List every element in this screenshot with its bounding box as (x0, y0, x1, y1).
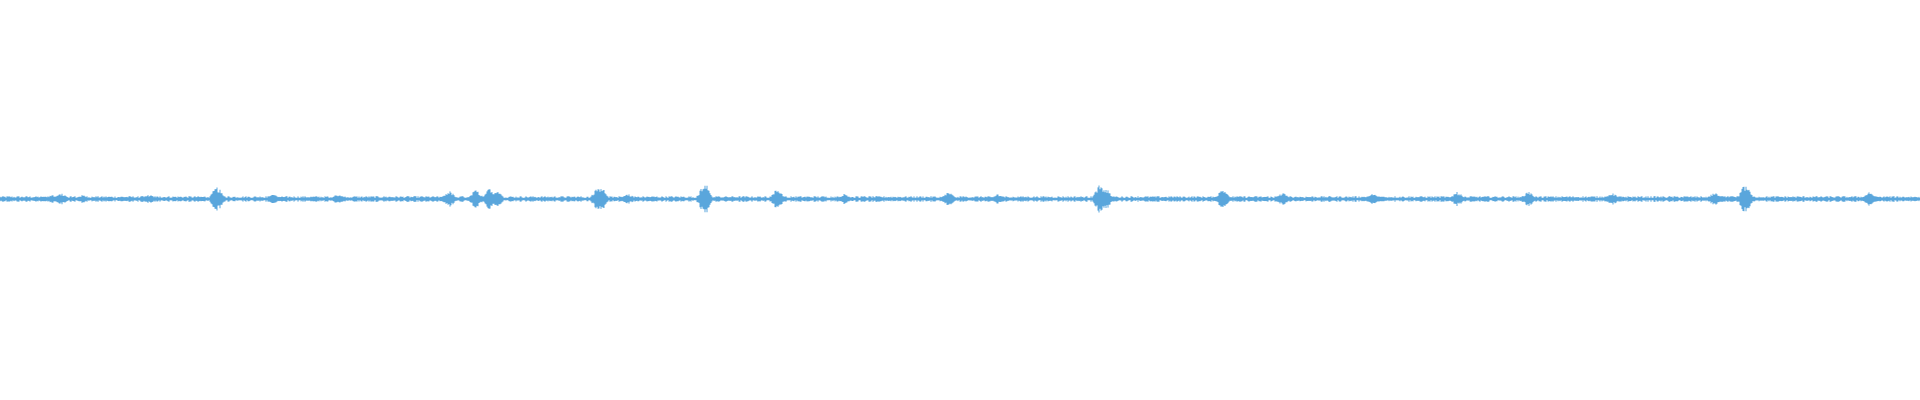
waveform-trace (0, 185, 1920, 213)
